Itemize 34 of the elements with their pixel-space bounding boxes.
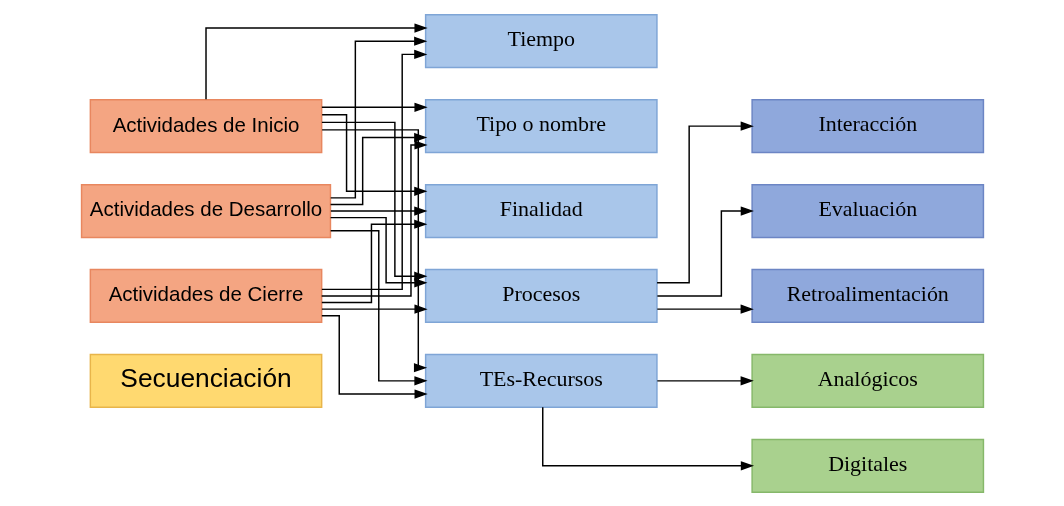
arrow: [320, 113, 427, 196]
arrow: [329, 132, 427, 205]
arrow: [329, 229, 428, 385]
node-box: Tipo o nombre: [424, 98, 658, 153]
node-box: Tiempo: [424, 13, 658, 68]
node-box: Evaluación: [750, 183, 984, 238]
arrow: [656, 304, 754, 314]
node-box: Finalidad: [424, 183, 658, 238]
arrow: [320, 314, 428, 399]
node-box: Actividades de Desarrollo: [80, 183, 331, 238]
arrow: [329, 36, 427, 199]
arrow: [329, 205, 427, 216]
node-box: Secuenciación: [89, 353, 322, 408]
arrow: [320, 121, 427, 281]
node-box: Digitales: [750, 438, 984, 493]
node-box: Procesos: [424, 268, 658, 323]
arrow: [320, 219, 427, 303]
arrow: [656, 205, 754, 297]
arrow: [320, 139, 428, 297]
arrow: [320, 304, 428, 314]
arrow: [320, 102, 428, 112]
node-box: Analógicos: [750, 353, 984, 408]
arrow: [204, 22, 428, 100]
node-box: Retroalimentación: [750, 268, 984, 323]
arrow: [320, 49, 427, 290]
arrow: [656, 375, 754, 385]
node-box: Actividades de Inicio: [89, 98, 322, 153]
node-box: Actividades de Cierre: [89, 268, 322, 323]
arrow: [329, 216, 427, 287]
arrow: [541, 406, 754, 470]
node-box: TEs-Recursos: [424, 353, 658, 408]
arrow: [655, 121, 754, 283]
arrow: [320, 128, 427, 372]
node-box: Interacción: [750, 98, 984, 153]
